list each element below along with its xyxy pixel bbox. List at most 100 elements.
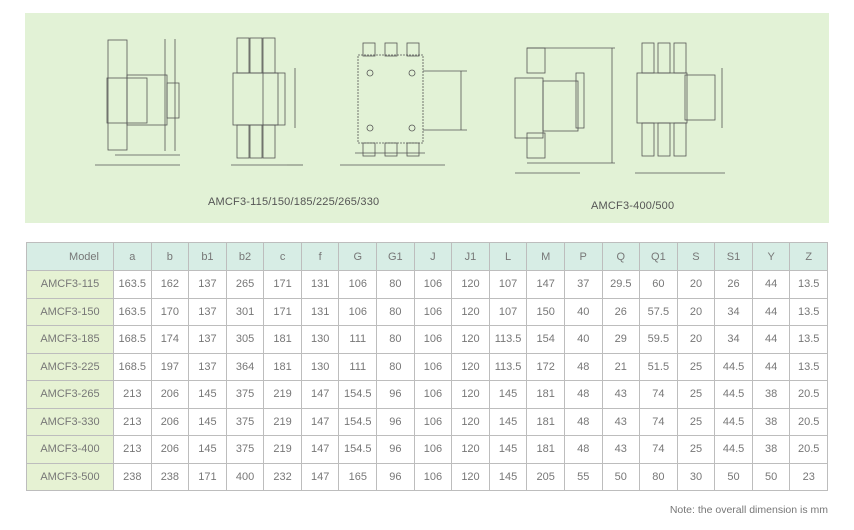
model-cell: AMCF3-330 — [26, 407, 114, 436]
dimension-cell: 106 — [413, 325, 453, 354]
dimension-cell: 181 — [263, 352, 302, 381]
dimension-cell: 238 — [113, 462, 152, 491]
front-view-drawing-large — [635, 42, 725, 174]
dimension-cell: 147 — [300, 380, 340, 409]
dimension-cell: 44 — [751, 270, 791, 299]
column-header-q1: Q1 — [639, 242, 678, 271]
dimension-cell: 375 — [225, 380, 265, 409]
dimension-cell: 171 — [263, 270, 302, 299]
dimension-cell: 113.5 — [488, 352, 528, 381]
dimension-cell: 38 — [751, 407, 791, 436]
dimension-cell: 96 — [376, 407, 415, 436]
dimension-cell: 106 — [413, 407, 453, 436]
dimension-cell: 38 — [751, 435, 791, 464]
dimension-cell: 137 — [188, 352, 227, 381]
dimension-cell: 181 — [526, 407, 565, 436]
dimension-cell: 20 — [676, 325, 716, 354]
dimension-cell: 147 — [300, 462, 340, 491]
column-header-l: L — [488, 242, 528, 271]
dimension-cell: 145 — [488, 462, 528, 491]
dimension-cell: 147 — [300, 435, 340, 464]
dimension-cell: 163.5 — [113, 270, 152, 299]
front-view-drawing-small — [231, 37, 303, 166]
model-cell: AMCF3-115 — [26, 270, 114, 299]
dimension-cell: 154 — [526, 325, 565, 354]
dimension-cell: 59.5 — [639, 325, 678, 354]
dimension-cell: 131 — [300, 270, 340, 299]
dimension-cell: 206 — [150, 435, 190, 464]
dimension-cell: 238 — [150, 462, 190, 491]
dimension-cell: 48 — [563, 435, 603, 464]
column-header-s: S — [676, 242, 716, 271]
dimension-cell: 25 — [676, 352, 716, 381]
dimension-cell: 213 — [113, 380, 152, 409]
dimension-cell: 60 — [639, 270, 678, 299]
dimension-cell: 206 — [150, 380, 190, 409]
dimension-cell: 20.5 — [789, 407, 828, 436]
dimension-cell: 171 — [263, 297, 302, 326]
dimension-cell: 154.5 — [338, 380, 378, 409]
dimension-cell: 96 — [376, 462, 415, 491]
dimension-cell: 34 — [714, 297, 753, 326]
dimension-cell: 106 — [413, 297, 453, 326]
dimension-cell: 37 — [563, 270, 603, 299]
dimension-cell: 301 — [225, 297, 265, 326]
dimension-cell: 364 — [225, 352, 265, 381]
dimension-cell: 57.5 — [639, 297, 678, 326]
dimension-cell: 80 — [376, 270, 415, 299]
dimension-cell: 305 — [225, 325, 265, 354]
dimension-cell: 50 — [601, 462, 641, 491]
dimension-cell: 111 — [338, 352, 378, 381]
dimension-cell: 74 — [639, 380, 678, 409]
column-header-c: c — [263, 242, 302, 271]
dimension-cell: 174 — [150, 325, 190, 354]
dimension-cell: 181 — [526, 435, 565, 464]
dimension-cell: 80 — [376, 325, 415, 354]
dimension-drawings-panel: AMCF3-115/150/185/225/265/330 AMCF3-400/… — [25, 13, 829, 223]
dimension-cell: 168.5 — [113, 325, 152, 354]
dimension-cell: 34 — [714, 325, 753, 354]
column-header-b: b — [150, 242, 190, 271]
dimension-cell: 44.5 — [714, 435, 753, 464]
dimension-cell: 197 — [150, 352, 190, 381]
dimension-cell: 120 — [451, 380, 490, 409]
dimension-cell: 107 — [488, 297, 528, 326]
dimension-cell: 120 — [451, 270, 490, 299]
dimension-cell: 120 — [451, 325, 490, 354]
dimension-cell: 40 — [563, 325, 603, 354]
dimension-cell: 168.5 — [113, 352, 152, 381]
dimension-cell: 48 — [563, 352, 603, 381]
dimension-cell: 181 — [526, 380, 565, 409]
dimension-cell: 162 — [150, 270, 190, 299]
dimension-cell: 106 — [413, 462, 453, 491]
dimension-cell: 23 — [789, 462, 828, 491]
side-view-drawing-large — [514, 47, 615, 174]
column-header-g1: G1 — [376, 242, 415, 271]
dimension-cell: 219 — [263, 435, 302, 464]
dimension-cell: 150 — [526, 297, 565, 326]
dimension-cell: 172 — [526, 352, 565, 381]
dimension-cell: 130 — [300, 325, 340, 354]
column-header-m: M — [526, 242, 565, 271]
dimension-cell: 137 — [188, 297, 227, 326]
dimension-cell: 163.5 — [113, 297, 152, 326]
dimension-cell: 29 — [601, 325, 641, 354]
column-header-y: Y — [751, 242, 791, 271]
dimension-cell: 147 — [526, 270, 565, 299]
dimension-cell: 400 — [225, 462, 265, 491]
dimension-cell: 137 — [188, 270, 227, 299]
column-header-f: f — [300, 242, 340, 271]
dimension-cell: 265 — [225, 270, 265, 299]
dimension-cell: 154.5 — [338, 407, 378, 436]
dimension-cell: 111 — [338, 325, 378, 354]
dimension-cell: 232 — [263, 462, 302, 491]
dimension-cell: 120 — [451, 352, 490, 381]
dimension-cell: 120 — [451, 407, 490, 436]
dimension-cell: 213 — [113, 407, 152, 436]
dimension-cell: 96 — [376, 380, 415, 409]
dimension-cell: 170 — [150, 297, 190, 326]
